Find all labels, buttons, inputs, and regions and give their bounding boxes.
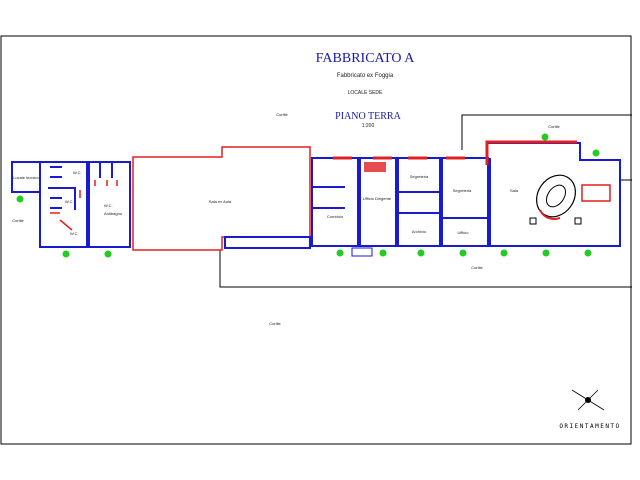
scale-label: 1:200 (362, 123, 375, 129)
entrance-arrow-icon (542, 249, 550, 257)
entrance-arrow-icon (592, 149, 600, 157)
area-label: Cortile (276, 112, 288, 117)
svg-text:W.C.: W.C. (104, 203, 113, 208)
entrance-arrow-icon (500, 249, 508, 257)
entrance-arrow-icon (336, 249, 344, 257)
svg-text:W.C.: W.C. (70, 231, 79, 236)
entrance-arrow-icon (584, 249, 592, 257)
entrance-markers (16, 133, 600, 258)
building-outline (219, 114, 632, 288)
svg-text:W.C.: W.C. (65, 199, 74, 204)
compass-icon (571, 389, 605, 411)
svg-text:Ufficio: Ufficio (457, 230, 469, 235)
svg-text:W.C.: W.C. (73, 170, 82, 175)
wc-block: W.C. W.C. W.C. W.C. Antibagno (39, 161, 131, 248)
hall: Sala ex Aula (132, 146, 311, 251)
entrance-arrow-icon (379, 249, 387, 257)
svg-text:Locale tecnico: Locale tecnico (13, 175, 39, 180)
svg-text:Antibagno: Antibagno (104, 211, 123, 216)
room-small: Locale tecnico (11, 161, 41, 193)
svg-text:Ufficio Dirigente: Ufficio Dirigente (363, 196, 392, 201)
label-court-top: Cortile (548, 124, 560, 129)
svg-text:Segreteria: Segreteria (410, 174, 429, 179)
central-rooms: Corridoio Ufficio Dirigente Segreteria A… (311, 156, 489, 257)
entrance-arrow-icon (417, 249, 425, 257)
label-court-bottom: Cortile (471, 265, 483, 270)
entrance-arrow-icon (62, 250, 70, 258)
entrance-arrow-icon (16, 195, 24, 203)
entrance-arrow-icon (459, 249, 467, 257)
svg-text:Segreteria: Segreteria (453, 188, 472, 193)
svg-text:Archivio: Archivio (412, 229, 427, 234)
svg-text:Sala ex Aula: Sala ex Aula (209, 199, 232, 204)
sala-room: Sala (485, 140, 621, 247)
floor-label: PIANO TERRA (335, 111, 401, 122)
plan-location: LOCALE SEDE (348, 90, 383, 96)
entrance-arrow-icon (541, 133, 549, 141)
drawing-frame (0, 35, 632, 445)
plan-title: FABBRICATO A (316, 51, 416, 66)
svg-text:Sala: Sala (510, 188, 519, 193)
orientation-label: ORIENTAMENTO (559, 423, 620, 430)
label-left-ext: Cortile (12, 218, 24, 223)
svg-text:Corridoio: Corridoio (327, 214, 344, 219)
entrance-arrow-icon (104, 250, 112, 258)
label-mid-bottom: Cortile (269, 321, 281, 326)
plan-subtitle: Fabbricato ex Foggia (337, 73, 394, 79)
